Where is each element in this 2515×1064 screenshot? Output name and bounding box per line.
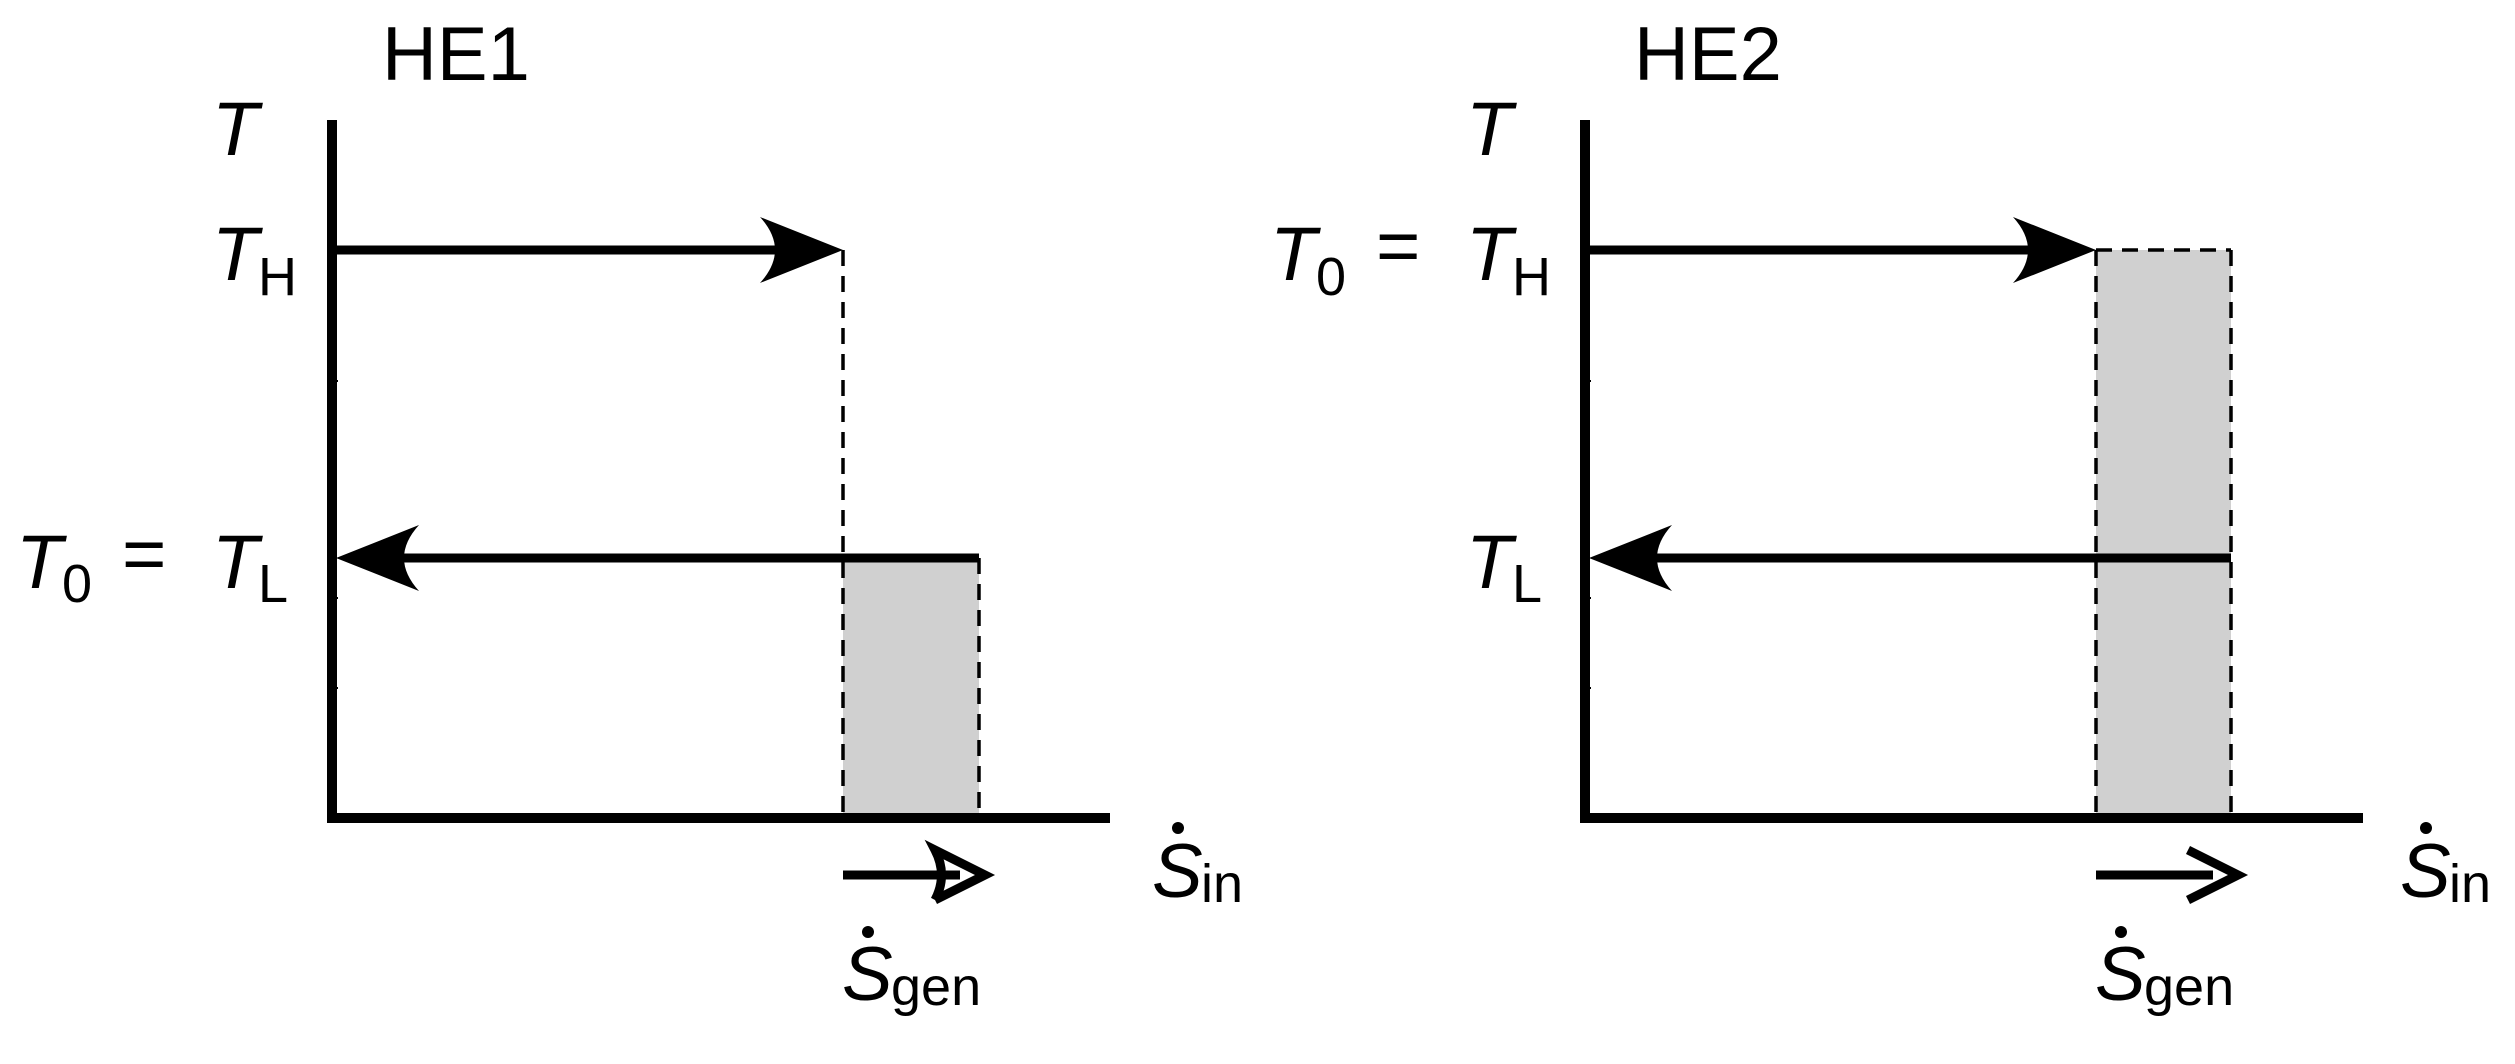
dot-accent: [862, 926, 874, 938]
arrowhead-left: [336, 525, 419, 591]
lower-temp-subscript: L: [1512, 554, 1542, 614]
lower-temp-prefix-symbol: T: [16, 520, 67, 605]
arrowhead-right: [760, 217, 843, 283]
lower-temp-label: T 0 = T L: [16, 512, 288, 614]
s-gen-label: S gen: [842, 926, 981, 1017]
entropy-generation-area: [2096, 250, 2231, 817]
upper-temp-symbol: T: [212, 212, 263, 297]
y-axis-label: T: [1466, 87, 1517, 172]
x-axis-subscript: in: [1201, 854, 1243, 914]
s-gen-subscript: gen: [2144, 957, 2234, 1017]
x-axis-subscript: in: [2449, 854, 2491, 914]
dot-accent: [2115, 926, 2127, 938]
lower-temp-label: T L: [1466, 520, 1542, 614]
s-gen-symbol: S: [2095, 932, 2146, 1017]
upper-temp-label: T H: [212, 212, 297, 307]
upper-temp-label: T 0 = T H: [1270, 204, 1551, 307]
upper-temp-subscript: H: [258, 247, 297, 307]
upper-temp-prefix-symbol: T: [1270, 212, 1321, 297]
arrowhead-right: [2013, 217, 2096, 283]
equals-sign: =: [1376, 204, 1420, 289]
x-axis-label: S in: [1152, 822, 1243, 914]
axes: [1580, 120, 2363, 823]
lower-temp-subscript: L: [258, 554, 288, 614]
lower-temp-symbol: T: [1466, 520, 1517, 605]
entropy-generation-area: [843, 558, 979, 817]
x-axis-label: S in: [2400, 822, 2491, 914]
arrowhead-left: [1589, 525, 1672, 591]
dot-accent: [1172, 822, 1184, 834]
dot-accent: [2420, 822, 2432, 834]
arrowhead-small: [924, 839, 996, 905]
lower-temp-prefix-subscript: 0: [62, 554, 92, 614]
arrowhead-small: [2185, 845, 2249, 905]
axes: [327, 120, 1110, 823]
s-gen-label: S gen: [2095, 926, 2234, 1017]
y-axis-label: T: [212, 87, 263, 172]
s-gen-subscript: gen: [891, 957, 981, 1017]
panel-he2: HE2 T T 0 = T H T L: [1270, 12, 2491, 1017]
panel-title: HE2: [1634, 12, 1782, 97]
panel-he1: HE1 T T H T 0 = T: [16, 12, 1243, 1017]
upper-temp-symbol: T: [1466, 212, 1517, 297]
x-axis-symbol: S: [1152, 829, 1203, 914]
equals-sign: =: [122, 512, 166, 597]
s-gen-symbol: S: [842, 932, 893, 1017]
lower-temp-symbol: T: [212, 520, 263, 605]
panel-title: HE1: [382, 12, 530, 97]
upper-temp-subscript: H: [1512, 247, 1551, 307]
x-axis-symbol: S: [2400, 829, 2451, 914]
upper-temp-prefix-subscript: 0: [1316, 247, 1346, 307]
